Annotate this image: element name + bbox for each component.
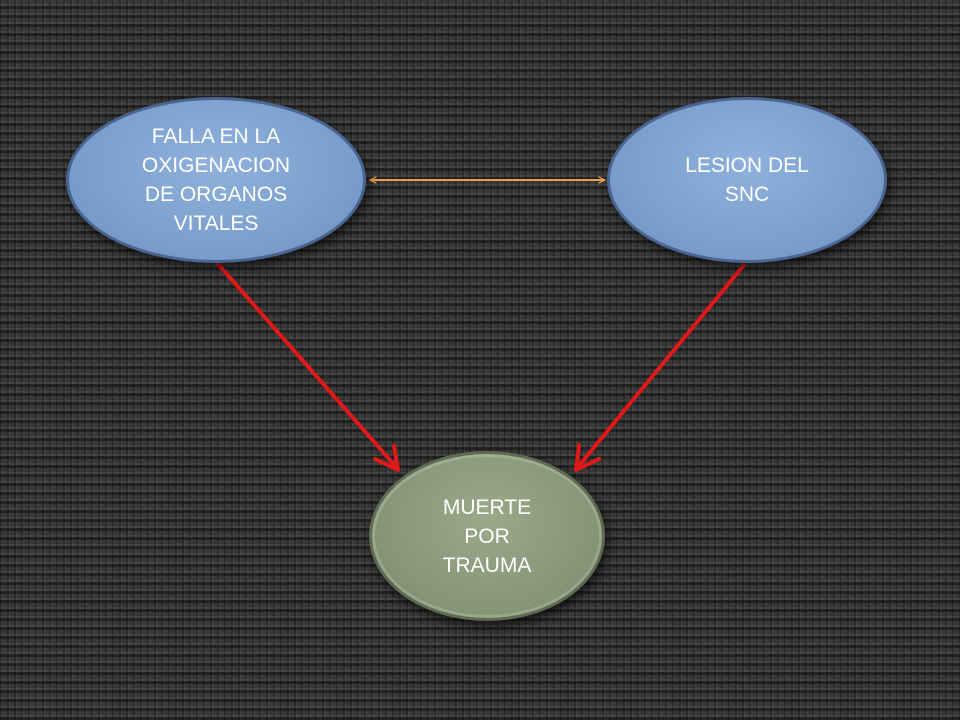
node-muerte-trauma: MUERTE POR TRAUMA: [369, 451, 605, 621]
node-falla-oxigenacion: FALLA EN LA OXIGENACION DE ORGANOS VITAL…: [66, 97, 366, 263]
node-lesion-snc-label: LESION DEL SNC: [685, 154, 809, 206]
right-to-bottom-arrow: [574, 263, 746, 472]
node-falla-oxigenacion-label: FALLA EN LA OXIGENACION DE ORGANOS VITAL…: [141, 125, 291, 235]
node-muerte-trauma-label: MUERTE POR TRAUMA: [442, 495, 532, 577]
node-lesion-snc: LESION DEL SNC: [607, 97, 887, 263]
left-to-bottom-arrow: [216, 262, 400, 472]
